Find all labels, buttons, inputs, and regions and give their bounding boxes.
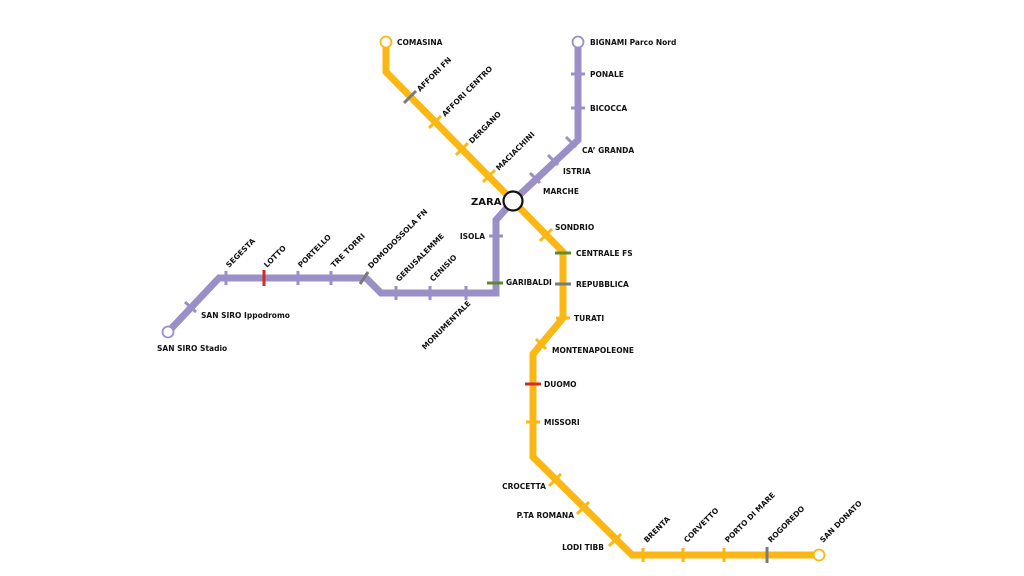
station-tick-dergano: [454, 141, 470, 157]
station-label: BICOCCA: [590, 104, 627, 113]
station-label: SAN SIRO Ippodromo: [201, 311, 290, 320]
station-label: COMASINA: [397, 38, 443, 47]
station-label: MONTENAPOLEONE: [552, 346, 634, 355]
station-tick-affori-centro: [427, 114, 443, 130]
station-tick-maciachini: [481, 168, 497, 184]
station-label: CORVETTO: [682, 506, 720, 544]
station-tick-crocetta: [547, 472, 563, 488]
station-label: CENISIO: [428, 253, 459, 284]
purple-line: [165, 42, 582, 335]
station-tick-sondrio: [538, 227, 554, 243]
station-tick-lodi: [607, 532, 623, 548]
station-label: CA’ GRANDA: [582, 146, 634, 155]
station-label: CROCETTA: [502, 482, 546, 491]
purple-station-ticks: [183, 72, 585, 314]
station-tick-affori-fn: [402, 89, 418, 105]
station-label: MONUMENTALE: [420, 299, 473, 352]
station-tick-pta-romana: [575, 500, 591, 516]
yellow-line: [382, 42, 819, 559]
station-label: BRENTA: [642, 514, 672, 544]
station-label: CENTRALE FS: [576, 249, 633, 258]
station-label: AFFORI FN: [415, 55, 453, 93]
station-label: SONDRIO: [555, 223, 594, 232]
yellow-station-ticks: [402, 89, 769, 563]
station-label: TURATI: [574, 314, 604, 323]
station-label: ISTRIA: [563, 167, 591, 176]
station-label: ISOLA: [460, 232, 485, 241]
station-tick-domodossola: [358, 271, 370, 285]
station-tick-san-siro-ippodromo: [183, 300, 198, 314]
station-tick-istria: [546, 153, 560, 167]
station-label: PORTELLO: [296, 232, 333, 269]
station-label: DUOMO: [544, 380, 577, 389]
station-label: MARCHE: [543, 187, 579, 196]
station-label: ROGOREDO: [766, 504, 806, 544]
station-label: MACIACHINI: [494, 130, 537, 173]
station-label: GARIBALDI: [506, 278, 552, 287]
terminal-san-donato-icon[interactable]: [812, 548, 826, 562]
station-tick-ca-granda: [564, 135, 578, 149]
station-label: SAN DONATO: [818, 499, 864, 545]
station-label: LODI TIBB: [562, 543, 604, 552]
station-label: SAN SIRO Stadio: [157, 344, 227, 353]
station-label: PONALE: [590, 70, 624, 79]
station-label: SEGESTA: [224, 236, 257, 269]
station-tick-montenapoleone: [534, 337, 548, 351]
hub-label: ZARA: [471, 197, 502, 208]
station-label: LOTTO: [262, 243, 288, 269]
station-label: BIGNAMI Parco Nord: [590, 38, 676, 47]
interchange-zara-icon[interactable]: [502, 190, 524, 212]
terminal-comasina-icon[interactable]: [379, 35, 393, 49]
station-label: DERGANO: [467, 110, 503, 146]
station-label: REPUBBLICA: [576, 280, 629, 289]
station-label: MISSORI: [544, 418, 580, 427]
station-label: P.TA ROMANA: [517, 511, 575, 520]
station-label: TRE TORRI: [329, 231, 367, 269]
station-tick-marche: [528, 171, 542, 185]
terminal-san-siro-stadio-icon[interactable]: [161, 325, 175, 339]
terminal-bignami-icon[interactable]: [571, 35, 585, 49]
station-label: AFFORI CENTRO: [440, 64, 494, 118]
